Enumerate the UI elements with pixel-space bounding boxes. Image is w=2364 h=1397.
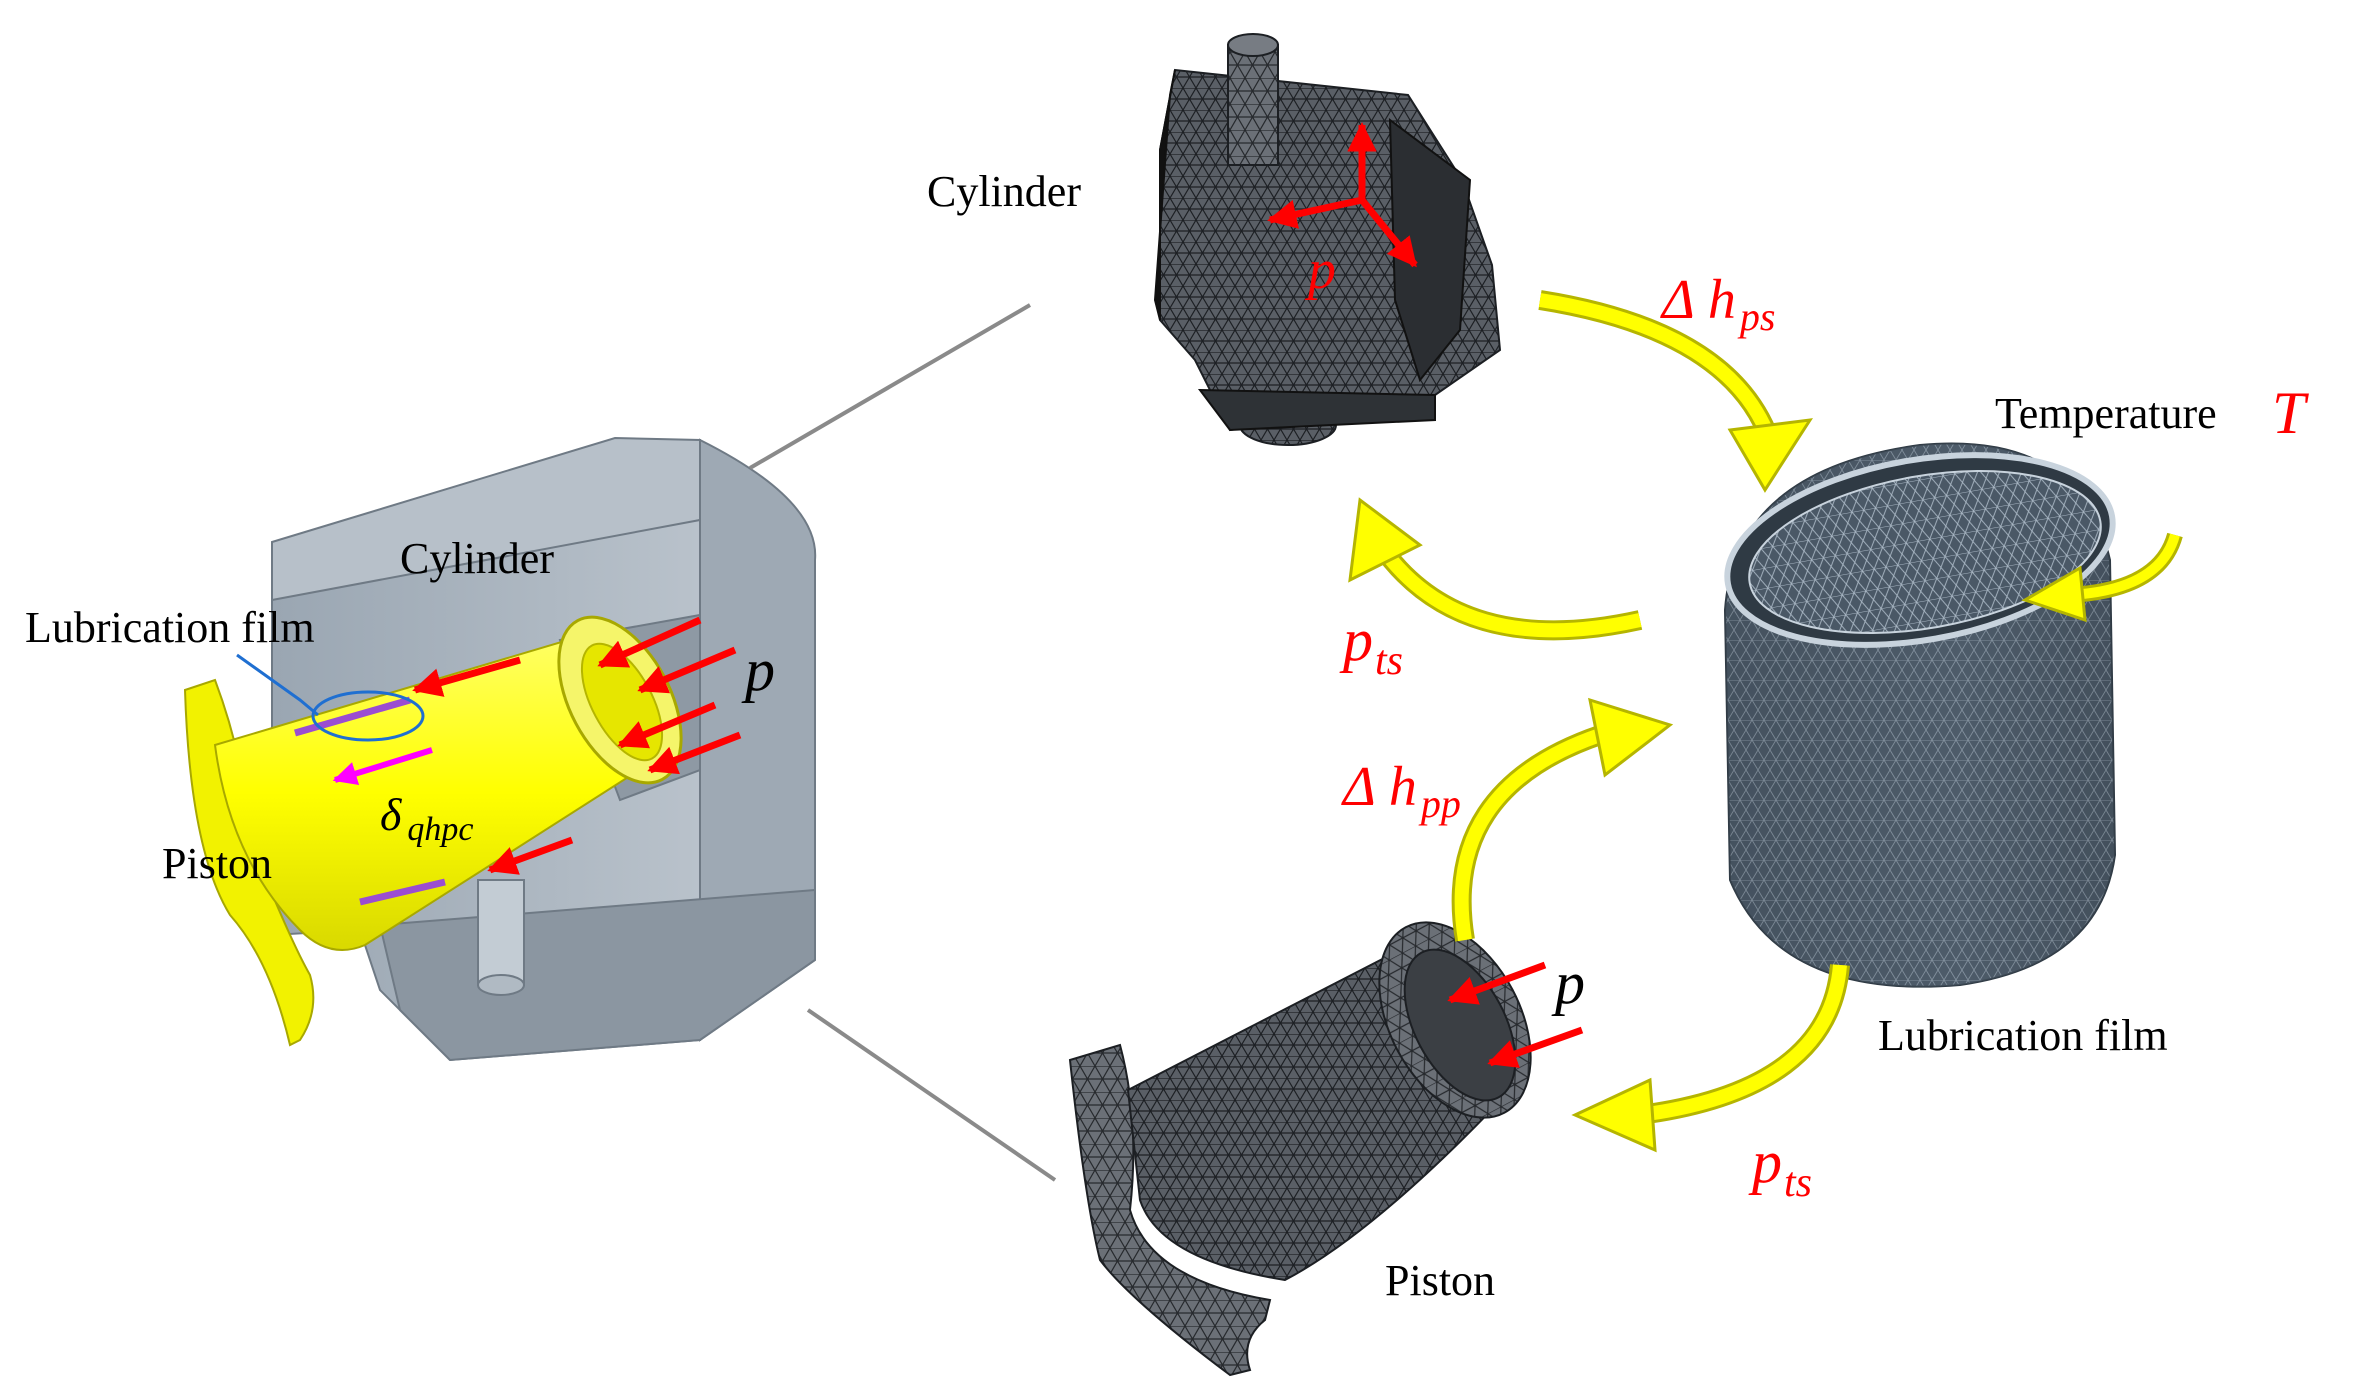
label-cylinder-left: Cylinder <box>400 534 554 583</box>
coupling-arrows <box>1348 290 2183 1153</box>
film-strip-bottom <box>359 878 446 906</box>
label-p-ts-upper: pts <box>1339 607 1403 684</box>
piston-mesh <box>1068 921 1584 1377</box>
arrow-film-to-cylinder <box>1348 497 1423 583</box>
assembly-model <box>183 436 817 1062</box>
arrow-film-to-piston <box>1571 1077 1657 1153</box>
cylinder-load-arrow-right <box>1359 197 1418 268</box>
connector-line-top <box>748 303 1032 470</box>
label-cylinder-right: Cylinder <box>927 167 1081 216</box>
pressure-arrows-left <box>412 616 742 875</box>
label-pressure-left: p <box>741 637 775 703</box>
label-p-ts-lower: pts <box>1748 1129 1812 1206</box>
label-piston-left: Piston <box>162 839 272 888</box>
piston-load-arrow-2 <box>1487 1026 1584 1068</box>
piston-load-arrow-1 <box>1447 961 1547 1005</box>
arrow-piston-to-film <box>1588 697 1674 778</box>
label-temperature: Temperature <box>1995 389 2217 438</box>
label-pressure-cylinder: p <box>1304 239 1336 301</box>
connector-line-bottom <box>806 1008 1057 1182</box>
film-mesh <box>1723 442 2117 988</box>
leakage-arrow <box>332 747 433 786</box>
cylinder-mesh <box>1153 33 1502 446</box>
piston-body <box>213 633 657 951</box>
label-pressure-piston: p <box>1551 950 1585 1016</box>
label-temperature-symbol: T <box>2272 380 2309 446</box>
cylinder-oil-hole <box>477 879 525 986</box>
cylinder-round-side <box>699 438 817 1042</box>
label-piston-right: Piston <box>1385 1256 1495 1305</box>
label-lubrication-film-right: Lubrication film <box>1878 1011 2168 1060</box>
arrow-temperature-to-film <box>2021 565 2087 623</box>
film-leader-line <box>236 653 319 717</box>
film-strip-top <box>294 696 411 737</box>
label-lubrication-film-left: Lubrication film <box>25 603 315 652</box>
cylinder-load-arrow-left <box>1267 196 1363 229</box>
arrow-cylinder-to-film <box>1727 418 1813 493</box>
piston-mesh-flange <box>1068 1043 1272 1377</box>
film-highlight-ellipse <box>311 690 425 742</box>
